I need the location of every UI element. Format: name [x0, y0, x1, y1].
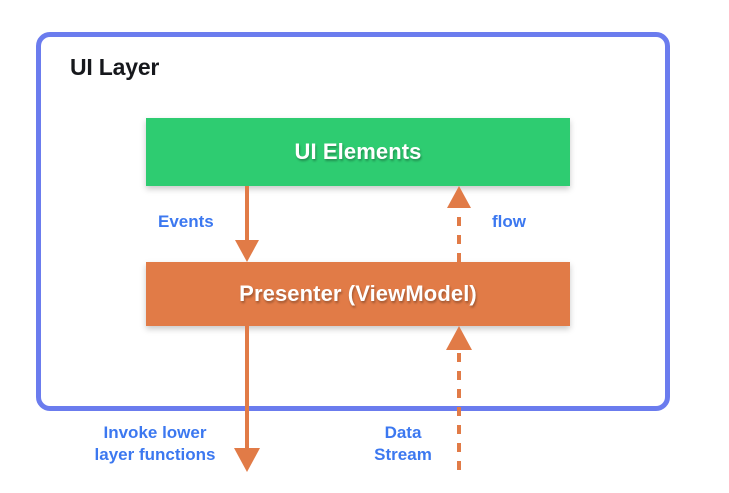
ui-layer-title: UI Layer — [70, 54, 160, 80]
connector-label-data-stream: Data Stream — [374, 423, 432, 464]
node-ui-elements[interactable]: UI Elements — [146, 118, 570, 186]
node-presenter[interactable]: Presenter (ViewModel) — [146, 262, 570, 326]
connector-label-events: Events — [158, 212, 214, 231]
node-presenter-label: Presenter (ViewModel) — [239, 281, 477, 306]
ui-layer-container — [36, 32, 670, 411]
connector-label-flow: flow — [492, 212, 526, 231]
node-ui-elements-label: UI Elements — [294, 139, 422, 164]
connector-label-invoke-lower-layer-functions: Invoke lower layer functions — [94, 423, 216, 464]
